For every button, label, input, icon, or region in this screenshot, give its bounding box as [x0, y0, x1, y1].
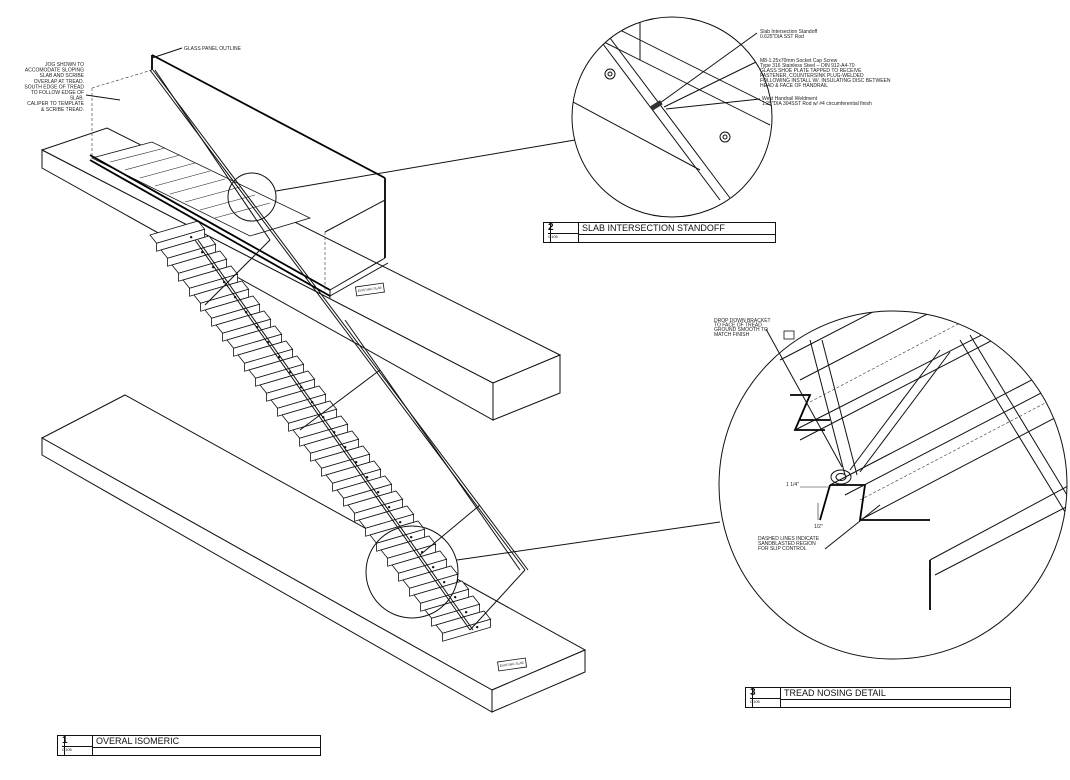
title-3-sheet: G105	[750, 698, 780, 704]
note-line: 1.25"DIA 304SST Rod w/ #4 circumferentia…	[762, 101, 872, 107]
stair-bolt	[464, 610, 468, 614]
note-line: SANDBLASTED REGION	[758, 541, 816, 547]
note-line: SOUTH EDGE OF TREAD	[24, 84, 84, 90]
note-line: DROP DOWN BRACKET	[714, 318, 771, 324]
stair-bolt	[376, 490, 380, 494]
note-line: CALIPER TO TEMPLATE	[27, 101, 85, 107]
bracket-leader	[765, 328, 843, 468]
stair-bolt	[189, 235, 193, 239]
detail-2-view	[571, 16, 773, 218]
stair-bolt	[431, 565, 435, 569]
stair-step	[442, 618, 492, 642]
jog-note-leader	[85, 94, 121, 101]
stair-bolt	[453, 595, 457, 599]
slab-tag-text: EXISTING SLAB	[358, 286, 382, 293]
note-line: West Handrail Weldment	[762, 96, 818, 102]
note-line: MATCH FINISH	[714, 332, 750, 338]
note-line: DASHED LINES INDICATE	[758, 536, 820, 542]
stair-flight	[149, 220, 492, 642]
callout-circle-3	[365, 525, 459, 619]
title-block-2: 2 G105 SLAB INTERSECTION STANDOFF	[543, 222, 776, 243]
note-line: SLAB.	[70, 96, 84, 102]
slab-tag-text: EXISTING SLAB	[500, 661, 524, 668]
glass-panel-note: GLASS PANEL OUTLINE	[184, 46, 242, 52]
slab-tag-upper	[354, 282, 385, 297]
title-block-1: 1 G105 OVERAL ISOMERIC	[57, 735, 321, 756]
note-line: Slab Intersection Standoff	[760, 29, 818, 35]
bracket-small	[783, 330, 795, 340]
note-line: FOLLOWING INSTALL W/. INSULATING DISC BE…	[760, 78, 891, 84]
note-line: M8-1.25x70mm Socket Cap Screw	[760, 58, 838, 64]
dim-b-label: 1/2"	[814, 524, 823, 530]
stair-bolt	[442, 580, 446, 584]
note-line: GROUND SMOOTH TO	[714, 327, 768, 333]
dim-a-label: 1 1/4"	[786, 482, 799, 488]
dashed-leader	[824, 504, 881, 550]
note-line: SLAB AND SCRIBE	[40, 73, 85, 79]
stair-bolt	[365, 475, 369, 479]
detail-3-view	[718, 310, 1068, 660]
detail-2-leaders	[659, 32, 761, 110]
note-line: FOR SLIP CONTROL	[758, 546, 807, 552]
note-line: ACCOMODATE SLOPING	[25, 68, 84, 74]
note-line: JOG SHOWN TO	[45, 62, 84, 68]
title-2-number: 2	[548, 222, 554, 233]
stair-bolt	[475, 625, 479, 629]
stair-bolt	[409, 535, 413, 539]
note-line: TO FACE OF TREAD	[714, 323, 762, 329]
stair-bolt	[387, 505, 391, 509]
title-block-3: 3 G105 TREAD NOSING DETAIL	[745, 687, 1011, 708]
slab-tag-lower	[497, 657, 528, 672]
note-line: 0.625"DIA SST Rod	[760, 34, 804, 40]
stair-bolt	[398, 520, 402, 524]
title-1-sheet: G105	[62, 746, 92, 752]
title-1-number: 1	[62, 735, 68, 746]
note-line: Type 316 Stainless Steel -- DIN 912-A4-7…	[760, 63, 855, 69]
title-3-number: 3	[750, 687, 756, 698]
note-line: & SCRIBE TREAD.	[41, 107, 84, 113]
title-1-label: OVERAL ISOMERIC	[96, 736, 180, 746]
leader-detail-2	[275, 139, 576, 192]
title-3-label: TREAD NOSING DETAIL	[784, 688, 886, 698]
note-line: HEAD & FACE OF HANDRAIL	[760, 83, 828, 89]
callout-circle-2	[227, 172, 277, 222]
title-2-sheet: G105	[548, 233, 578, 239]
note-line: OVERLAP AT TREAD.	[34, 79, 84, 85]
note-line: TO FOLLOW EDGE OF	[31, 90, 84, 96]
note-line: GLASS SHOE PLATE TAPPED TO RECEIVE	[760, 68, 862, 74]
note-line: FASTENER, COUNTERSINK PLUG-WELDED	[760, 73, 864, 79]
handrail	[149, 69, 529, 631]
glass-panel-leader	[151, 47, 183, 59]
upper-treads	[90, 141, 312, 237]
leader-detail-3	[456, 521, 721, 561]
title-2-label: SLAB INTERSECTION STANDOFF	[582, 223, 725, 233]
